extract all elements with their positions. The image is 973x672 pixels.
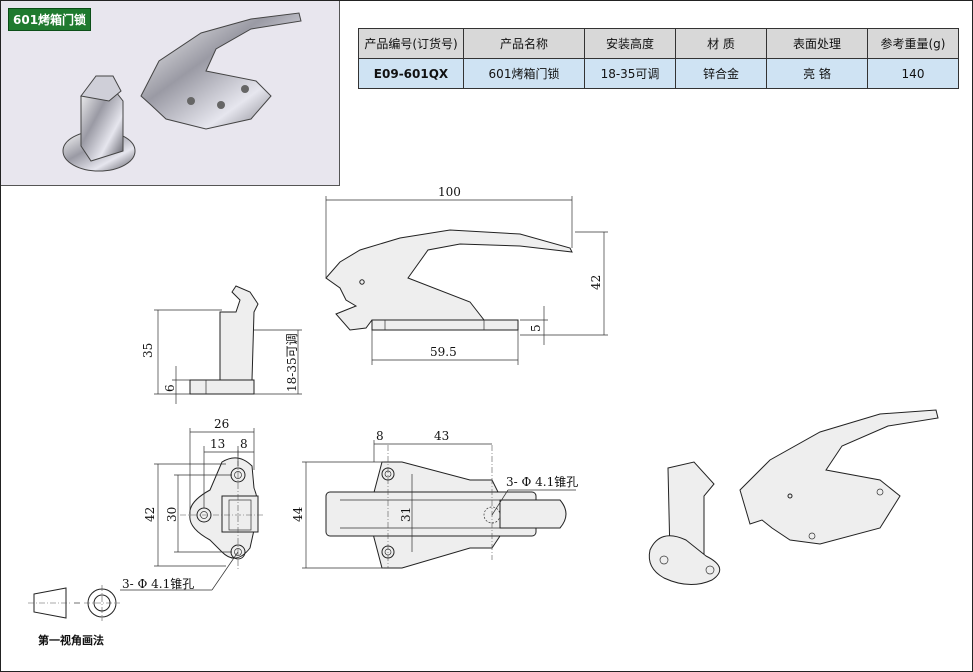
dim-13: 13 — [210, 437, 225, 451]
catch-top-view — [180, 450, 265, 570]
dim-18-35: 18-35可调 — [285, 333, 299, 392]
dim-6: 6 — [163, 384, 177, 392]
cell-name: 601烤箱门锁 — [463, 58, 585, 89]
spec-table-row: E09-601QX 601烤箱门锁 18-35可调 锌合金 亮 铬 140 — [358, 58, 959, 89]
spec-table: 产品编号(订货号) 产品名称 安装高度 材 质 表面处理 参考重量(g) E09… — [358, 28, 959, 89]
dim-35: 35 — [141, 343, 155, 358]
dim-30: 30 — [165, 507, 179, 522]
dim-8-right: 8 — [376, 429, 384, 443]
spec-table-header-row: 产品编号(订货号) 产品名称 安装高度 材 质 表面处理 参考重量(g) — [358, 28, 959, 59]
dim-8-left: 8 — [240, 437, 248, 451]
header-height: 安装高度 — [584, 28, 676, 59]
cell-weight: 140 — [867, 58, 959, 89]
projection-label: 第一视角画法 — [38, 634, 104, 647]
handle-top-view — [325, 445, 567, 569]
cell-finish: 亮 铬 — [766, 58, 868, 89]
dim-42-catch: 42 — [143, 507, 157, 522]
dim-5: 5 — [529, 324, 543, 332]
dim-26: 26 — [214, 417, 229, 431]
hole-note-left: 3- Φ 4.1锥孔 — [122, 577, 194, 591]
dim-42-side: 42 — [589, 275, 603, 290]
dim-59-5: 59.5 — [430, 345, 457, 359]
cell-material: 锌合金 — [675, 58, 767, 89]
product-photo: 601烤箱门锁 — [1, 1, 340, 186]
cell-code: E09-601QX — [358, 58, 464, 89]
first-angle-projection-symbol — [28, 585, 120, 621]
cell-height: 18-35可调 — [584, 58, 676, 89]
catch-side-view — [189, 285, 259, 395]
dim-44: 44 — [291, 506, 305, 522]
photo-tag: 601烤箱门锁 — [8, 8, 92, 31]
dim-31: 31 — [399, 507, 413, 522]
handle-side-view — [325, 229, 573, 331]
hole-note-right: 3- Φ 4.1锥孔 — [506, 475, 578, 489]
isometric-view — [648, 409, 939, 585]
header-weight: 参考重量(g) — [867, 28, 959, 59]
header-code: 产品编号(订货号) — [358, 28, 464, 59]
header-name: 产品名称 — [463, 28, 585, 59]
header-material: 材 质 — [675, 28, 767, 59]
dim-100: 100 — [438, 185, 461, 199]
product-photo-illustration — [62, 12, 302, 172]
dim-43: 43 — [434, 429, 449, 443]
